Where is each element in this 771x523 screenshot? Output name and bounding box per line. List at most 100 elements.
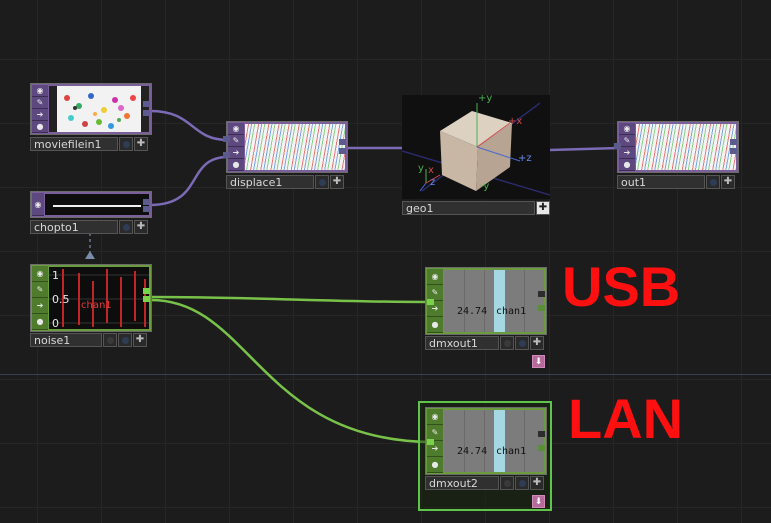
bypass-icon[interactable]: ✎ <box>427 285 443 301</box>
output-port[interactable] <box>339 148 346 154</box>
warning-icon[interactable]: ⬇ <box>532 355 545 368</box>
viewer-icon[interactable]: ◉ <box>228 123 244 135</box>
node-dmxout1[interactable]: ◉✎➔● 24.74 chan1 dmxout1 ✚ ⬇ <box>425 267 549 371</box>
output-port[interactable] <box>143 296 150 302</box>
viewer-flag[interactable] <box>706 175 720 189</box>
export-icon[interactable]: ➔ <box>427 441 443 457</box>
dmx-value: 24.74 <box>457 306 488 317</box>
bypass-icon[interactable]: ✎ <box>32 282 48 298</box>
node-tile[interactable]: ◉✎➔● <box>617 121 739 173</box>
output-port[interactable] <box>538 431 545 437</box>
node-viewer <box>45 194 149 215</box>
node-name[interactable]: dmxout2 <box>425 476 499 490</box>
viewer-flag[interactable] <box>515 476 529 490</box>
viewer-flag[interactable] <box>119 220 133 234</box>
output-port[interactable] <box>730 148 737 154</box>
lock-icon[interactable]: ● <box>228 159 244 171</box>
output-port[interactable] <box>143 101 150 107</box>
output-port[interactable] <box>538 445 545 451</box>
node-tile[interactable]: ◉ <box>30 191 152 218</box>
node-name[interactable]: displace1 <box>226 175 314 189</box>
input-port[interactable] <box>427 299 434 305</box>
node-displace1[interactable]: ◉✎➔● displace1 ✚ <box>223 121 348 191</box>
bypass-flag[interactable] <box>500 476 514 490</box>
node-tile[interactable]: ◉✎➔● 24.74 chan1 <box>425 407 547 475</box>
axis-label-y: y <box>418 163 424 174</box>
output-port[interactable] <box>143 199 150 205</box>
viewer-icon[interactable]: ◉ <box>427 409 443 425</box>
node-name[interactable]: geo1 <box>402 201 535 215</box>
export-icon[interactable]: ➔ <box>427 301 443 317</box>
link-arrow-icon <box>85 251 95 259</box>
bypass-icon[interactable]: ✎ <box>619 135 635 147</box>
node-name[interactable]: moviefilein1 <box>30 137 118 151</box>
output-port[interactable] <box>730 139 737 145</box>
node-viewer <box>49 86 149 132</box>
plus-icon[interactable]: ✚ <box>530 476 544 490</box>
node-tile[interactable]: ◉✎➔● 1 0.5 0 chan1 <box>30 264 152 332</box>
bypass-icon[interactable]: ✎ <box>32 97 48 109</box>
bypass-flag[interactable] <box>103 333 117 347</box>
viewer-icon[interactable]: ◉ <box>32 193 44 216</box>
input-port[interactable] <box>223 152 230 158</box>
viewer-flag[interactable] <box>515 336 529 350</box>
plus-icon[interactable]: ✚ <box>134 220 148 234</box>
export-icon[interactable]: ➔ <box>32 298 48 314</box>
node-geo1[interactable]: +y +x +z -y x z y geo1 ✚ <box>401 93 552 218</box>
export-icon[interactable]: ➔ <box>619 147 635 159</box>
node-name[interactable]: out1 <box>617 175 705 189</box>
plus-icon[interactable]: ✚ <box>721 175 735 189</box>
viewer-flag[interactable] <box>119 137 133 151</box>
node-tile[interactable]: ◉✎➔● <box>226 121 348 173</box>
output-port[interactable] <box>143 110 150 116</box>
plus-icon[interactable]: ✚ <box>536 201 550 215</box>
node-name[interactable]: noise1 <box>30 333 102 347</box>
node-label-row: displace1 ✚ <box>226 175 344 189</box>
plus-icon[interactable]: ✚ <box>330 175 344 189</box>
viewer-icon[interactable]: ◉ <box>427 269 443 285</box>
node-moviefilein1[interactable]: ◉✎➔● moviefilein1 ✚ <box>30 83 152 153</box>
viewer-flag[interactable] <box>118 333 132 347</box>
lock-icon[interactable]: ● <box>32 121 48 133</box>
lock-icon[interactable]: ● <box>32 314 48 330</box>
viewer-flag[interactable] <box>315 175 329 189</box>
output-port[interactable] <box>538 291 545 297</box>
viewer-icon[interactable]: ◉ <box>32 266 48 282</box>
noise-graph: 1 0.5 0 chan1 <box>49 267 149 329</box>
node-chopto1[interactable]: ◉ chopto1 ✚ <box>30 191 152 237</box>
bypass-flag[interactable] <box>500 336 514 350</box>
lock-icon[interactable]: ● <box>427 317 443 333</box>
plus-icon[interactable]: ✚ <box>134 137 148 151</box>
warning-icon[interactable]: ⬇ <box>532 495 545 508</box>
lock-icon[interactable]: ● <box>619 159 635 171</box>
node-label-row: dmxout1 ✚ <box>425 336 544 350</box>
input-port[interactable] <box>614 143 621 149</box>
node-tile[interactable]: ◉✎➔● <box>30 83 152 135</box>
output-port[interactable] <box>143 206 150 212</box>
node-out1[interactable]: ◉✎➔● out1 ✚ <box>614 121 739 191</box>
wire-noise-dmxout1 <box>150 295 431 304</box>
output-port[interactable] <box>339 139 346 145</box>
bypass-icon[interactable]: ✎ <box>228 135 244 147</box>
viewer-icon[interactable]: ◉ <box>619 123 635 135</box>
plus-icon[interactable]: ✚ <box>133 333 147 347</box>
output-port[interactable] <box>143 288 150 294</box>
lock-icon[interactable]: ● <box>427 457 443 473</box>
node-dmxout2[interactable]: ◉✎➔● 24.74 chan1 dmxout2 ✚ ⬇ <box>425 407 549 511</box>
output-port[interactable] <box>538 305 545 311</box>
node-name[interactable]: dmxout1 <box>425 336 499 350</box>
node-tile[interactable]: ◉✎➔● 24.74 chan1 <box>425 267 547 335</box>
input-port[interactable] <box>223 136 230 142</box>
plus-icon[interactable]: ✚ <box>530 336 544 350</box>
export-icon[interactable]: ➔ <box>32 109 48 121</box>
wire-geo-out <box>549 146 620 152</box>
node-noise1[interactable]: ◉✎➔● 1 0.5 0 chan1 <box>30 264 152 349</box>
node-name[interactable]: chopto1 <box>30 220 118 234</box>
input-port[interactable] <box>427 439 434 445</box>
node-label-row: noise1 ✚ <box>30 333 147 347</box>
viewer-icon[interactable]: ◉ <box>32 85 48 97</box>
export-icon[interactable]: ➔ <box>228 147 244 159</box>
bypass-icon[interactable]: ✎ <box>427 425 443 441</box>
